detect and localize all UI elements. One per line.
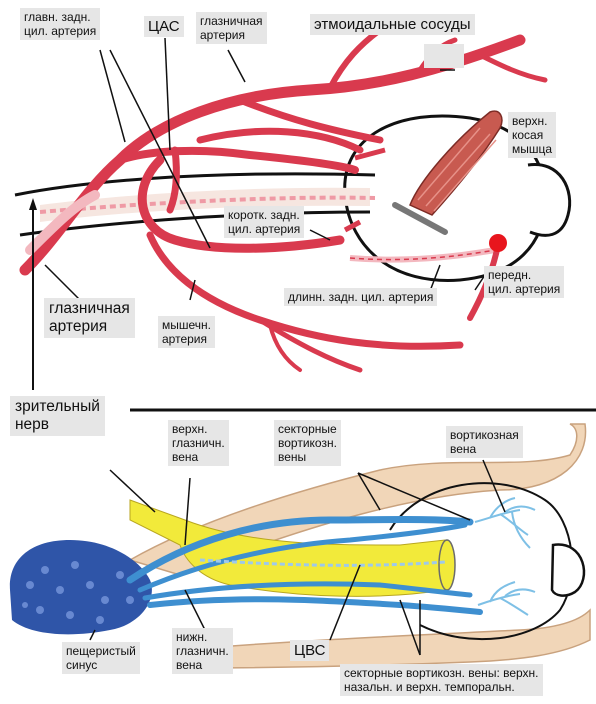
label-muscular-artery: мышечн. артерия (158, 316, 215, 348)
inferior-ophthalmic-vein (150, 599, 480, 612)
label-ophthalmic-artery-left: глазничная артерия (44, 298, 135, 338)
anterior-ciliary-dot (489, 234, 507, 252)
ethmoid-branch-3 (480, 55, 545, 80)
lower-orbital-tissue (180, 610, 590, 668)
vortex-vein-upper (475, 498, 535, 548)
short-post-cil-stub-2 (345, 222, 360, 230)
label-central-retinal-vein: ЦВС (290, 640, 329, 661)
label-optic-nerve: зрительный нерв (10, 396, 105, 436)
label-ethmoidal-vessels: этмоидальные сосуды (310, 14, 475, 35)
optic-nerve-end (439, 540, 455, 590)
label-central-retinal-artery: ЦАС (144, 16, 184, 37)
label-sector-vortex-veins-superior: секторные вортикозн. вены: верхн. назаль… (340, 664, 543, 696)
label-sector-vortex-veins: секторные вортикозн. вены (274, 420, 341, 466)
label-inferior-ophthalmic-vein: нижн. глазничн. вена (172, 628, 233, 674)
label-ophthalmic-artery-top: глазничная артерия (196, 12, 267, 44)
vortex-vein-lower (478, 582, 535, 615)
label-placeholder-box (424, 44, 464, 68)
label-superior-ophthalmic-vein: верхн. глазничн. вена (168, 420, 229, 466)
label-main-posterior-ciliary-artery: главн. задн. цил. артерия (20, 8, 100, 40)
label-short-posterior-ciliary-artery: коротк. задн. цил. артерия (224, 206, 304, 238)
label-anterior-ciliary-artery: передн. цил. артерия (484, 266, 564, 298)
superior-oblique-muscle (410, 111, 502, 215)
label-vortex-vein: вортикозная вена (446, 426, 523, 458)
label-long-posterior-ciliary-artery: длинн. задн. цил. артерия (284, 288, 437, 306)
label-superior-oblique-muscle: верхн. косая мышца (508, 112, 556, 158)
label-cavernous-sinus: пещеристый синус (62, 642, 140, 674)
cornea (528, 164, 570, 235)
cornea-lower (552, 545, 584, 596)
